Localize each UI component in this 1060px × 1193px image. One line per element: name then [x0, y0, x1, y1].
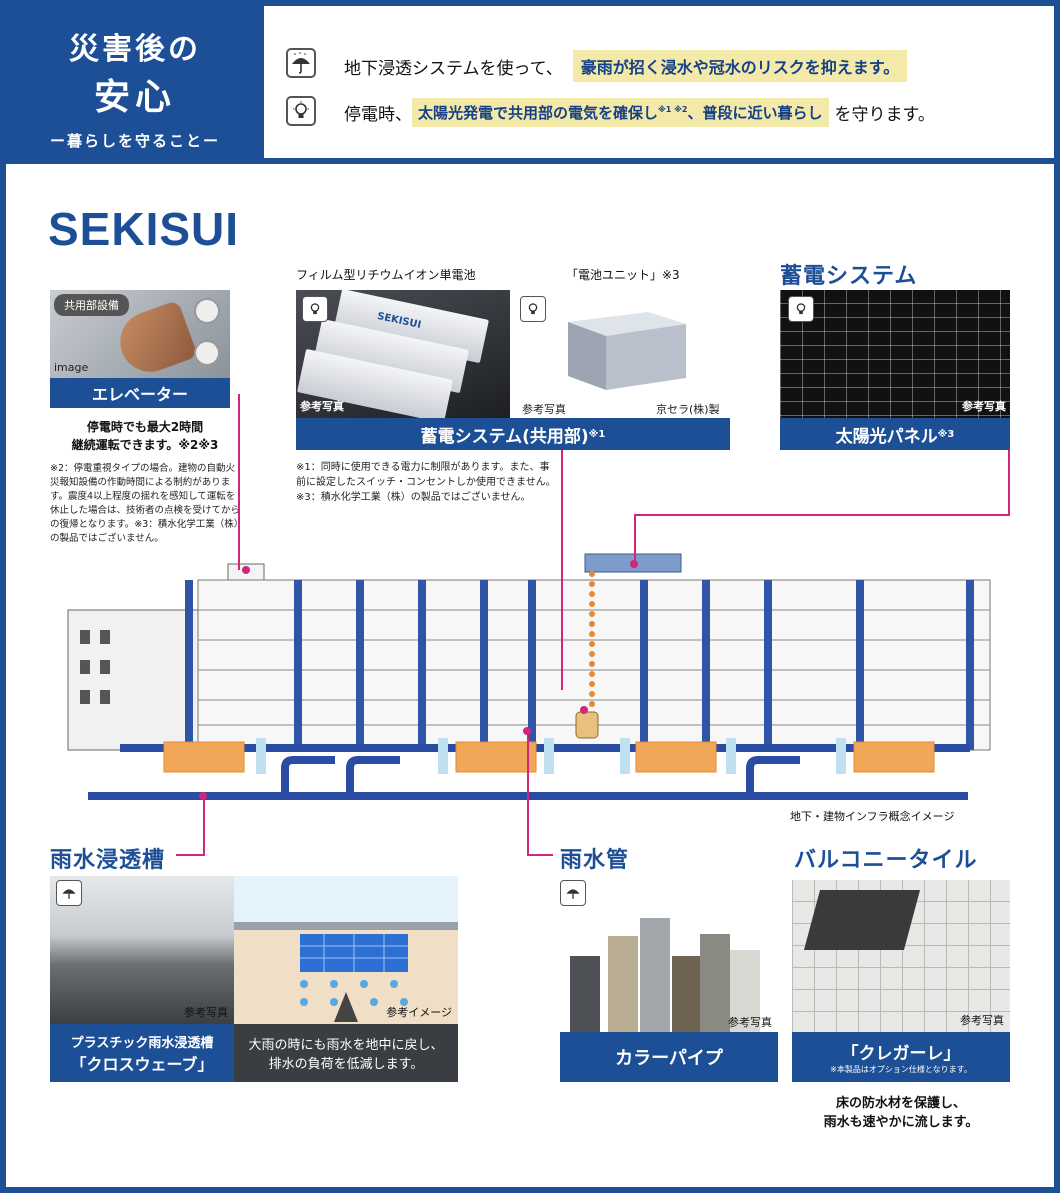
elevator-caption-line1: 停電時でも最大2時間 [86, 420, 204, 434]
building-infrastructure-diagram [67, 553, 991, 800]
tank-callout-dot [199, 792, 207, 800]
pipe-callout-line [527, 730, 529, 856]
elevator-caption: 停電時でも最大2時間 継続運転できます。※2※3 [50, 418, 240, 454]
solar-panel-photo: 参考写真 [780, 290, 1010, 418]
rain-tank-label: プラスチック雨水浸透槽 「クロスウェーブ」 [50, 1024, 234, 1082]
battery-unit-maker: 京セラ(株)製 [656, 403, 720, 416]
rain-pipe-label: カラーパイプ [560, 1032, 778, 1082]
balcony-caption-line2: 雨水も速やかに流します。 [823, 1115, 979, 1130]
umbrella-rain-icon [56, 880, 82, 906]
film-battery-photo: SEKISUI 参考写真 [296, 290, 510, 418]
light-bulb-icon [302, 296, 328, 322]
solar-panel-label: 太陽光パネル※3 [780, 418, 1010, 450]
elevator-down-button [194, 340, 220, 366]
header-line2-prefix: 停電時、 [344, 105, 412, 125]
header-line2-suffix: を守ります。 [834, 105, 935, 125]
rain-tank-label-line2: 「クロスウェーブ」 [70, 1054, 214, 1074]
rain-tank-title: 雨水浸透槽 [50, 848, 166, 873]
image-label: image [54, 361, 89, 374]
chair-shape [803, 890, 921, 950]
light-bulb-icon [286, 96, 316, 126]
rain-tank-ref-photo: 参考写真 [184, 1006, 228, 1019]
common-facility-badge: 共用部設備 [54, 294, 129, 316]
header-message-block: 地下浸透システムを使って、 豪雨が招く浸水や冠水のリスクを抑えます。 停電時、 … [264, 6, 1054, 164]
light-bulb-icon [520, 296, 546, 322]
battery-system-label-note: ※1 [588, 428, 606, 440]
balcony-label-text: 「クレガーレ」 [841, 1044, 961, 1064]
battery-system-label-text: 蓄電システム(共用部) [420, 426, 589, 447]
header-line2-highlight: 太陽光発電で共用部の電気を確保し※1 ※2、普段に近い暮らし [412, 98, 829, 127]
light-bulb-icon [788, 296, 814, 322]
solar-ref: 参考写真 [962, 400, 1006, 413]
battery-note: ※1：同時に使用できる電力に制限があります。また、事前に設定したスイッチ・コンセ… [296, 462, 556, 503]
header-line2: 停電時、 太陽光発電で共用部の電気を確保し※1 ※2、普段に近い暮らし を守りま… [344, 98, 935, 127]
solar-panel-label-note: ※3 [937, 428, 955, 440]
umbrella-rain-icon [286, 48, 316, 78]
solar-callout-dot [630, 560, 638, 568]
balcony-caption: 床の防水材を保護し、 雨水も速やかに流します。 [792, 1094, 1010, 1132]
header-line2-note: ※1 ※2 [658, 105, 688, 114]
header-line2-highlight2: 、普段に近い暮らし [687, 104, 823, 122]
diagram-caption: 地下・建物インフラ概念イメージ [790, 810, 955, 823]
battery-system-label: 蓄電システム(共用部)※1 [296, 418, 730, 450]
film-cell-brand: SEKISUI [376, 310, 423, 331]
pipe-callout-line-h [527, 854, 553, 856]
battery-callout-dot [580, 706, 588, 714]
battery-callout-line [561, 450, 563, 690]
elevator-up-button [194, 298, 220, 324]
elevator-caption-line2: 継続運転できます。※2※3 [71, 438, 219, 452]
pipe-callout-dot [523, 727, 531, 735]
battery-unit-ref: 参考写真 [522, 403, 566, 416]
battery-unit-photo [558, 302, 688, 392]
solar-panel-label-text: 太陽光パネル [835, 426, 938, 447]
elevator-photo: 共用部設備 image [50, 290, 230, 378]
rain-tank-desc-line1: 大雨の時にも雨水を地中に戻し、 [248, 1038, 444, 1053]
elevator-label: エレベーター [50, 378, 230, 408]
balcony-tile-photo: 参考写真 [792, 880, 1010, 1032]
elevator-callout-line [238, 394, 240, 570]
rain-pipe-title: 雨水管 [560, 848, 630, 873]
header-title-block: 災害後の 安心 ー暮らしを守ることー [6, 6, 264, 164]
elevator-note: ※2：停電重視タイプの場合。建物の自動火災報知設備の作動時間による制約があります… [50, 463, 241, 544]
rain-tank-illustration: 参考イメージ [234, 876, 458, 1024]
header-line1-highlight: 豪雨が招く浸水や冠水のリスクを抑えます。 [572, 50, 908, 82]
umbrella-rain-icon [560, 880, 586, 906]
balcony-tile-label: 「クレガーレ」 ※本製品はオプション仕様となります。 [792, 1032, 1010, 1082]
battery-unit-title: 「電池ユニット」※3 [566, 268, 680, 282]
rain-tank-label-line1: プラスチック雨水浸透槽 [70, 1035, 214, 1051]
balcony-label-note: ※本製品はオプション仕様となります。 [830, 1065, 972, 1074]
rain-tank-description: 大雨の時にも雨水を地中に戻し、 排水の負荷を低減します。 [234, 1024, 458, 1082]
rain-tank-desc-line2: 排水の負荷を低減します。 [268, 1057, 424, 1072]
solar-callout-line-up [1008, 450, 1010, 516]
sekisui-logo: SEKISUI [48, 203, 240, 255]
balcony-caption-line1: 床の防水材を保護し、 [835, 1096, 966, 1111]
balcony-ref: 参考写真 [960, 1014, 1004, 1027]
header-subtitle: ー暮らしを守ることー [49, 132, 220, 150]
header-title-line2: 安心 [93, 77, 176, 118]
rain-tank-ref-image: 参考イメージ [386, 1006, 452, 1019]
storage-system-title: 蓄電システム [780, 264, 918, 289]
balcony-tile-title: バルコニータイル [794, 848, 978, 873]
tank-callout-line [203, 796, 205, 856]
header-line1: 地下浸透システムを使って、 豪雨が招く浸水や冠水のリスクを抑えます。 [344, 50, 908, 82]
color-pipes-photo: 参考写真 [560, 910, 778, 1032]
rain-pipe-ref: 参考写真 [728, 1016, 772, 1029]
film-battery-ref: 参考写真 [300, 400, 344, 413]
solar-callout-line-v [634, 514, 636, 562]
elevator-callout-dot [242, 566, 250, 574]
header-line2-highlight-text: 太陽光発電で共用部の電気を確保し [418, 104, 659, 122]
tank-callout-line-h [176, 854, 204, 856]
header-title-line1: 災害後の [69, 32, 201, 67]
film-battery-title: フィルム型リチウムイオン単電池 [296, 268, 476, 282]
solar-callout-line-h [634, 514, 1010, 516]
header-line1-prefix: 地下浸透システムを使って、 [344, 58, 563, 79]
